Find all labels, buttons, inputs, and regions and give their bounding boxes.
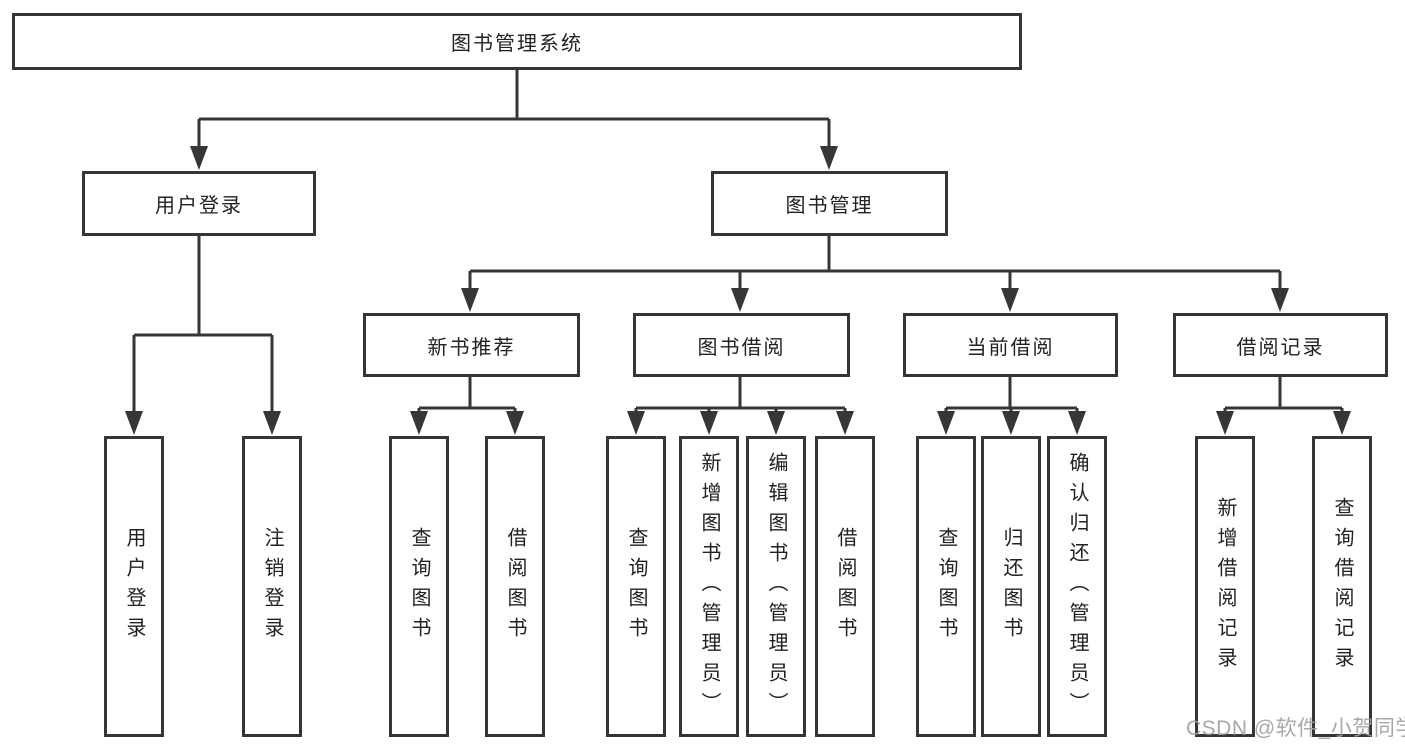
leaf-user-login-label: 用户登录 xyxy=(123,526,145,647)
leaf-query-books-current-label: 查询图书 xyxy=(935,526,957,647)
node-root: 图书管理系统 xyxy=(12,13,1022,70)
node-book-borrowing-label: 图书借阅 xyxy=(697,336,786,359)
node-new-book-recommendation-label: 新书推荐 xyxy=(427,336,516,359)
node-book-management: 图书管理 xyxy=(711,171,948,236)
node-book-borrowing: 图书借阅 xyxy=(633,313,850,377)
leaf-return-book-label: 归还图书 xyxy=(1000,526,1022,647)
leaf-edit-book-admin-label: 编辑图书（管理员） xyxy=(765,451,787,722)
csdn-watermark: CSDN @软件_小贺同学 xyxy=(1186,717,1405,740)
leaf-add-borrow-record: 新增借阅记录 xyxy=(1195,436,1255,737)
leaf-logout: 注销登录 xyxy=(242,436,302,737)
leaf-borrow-books-recommend: 借阅图书 xyxy=(485,436,545,737)
node-current-borrowing: 当前借阅 xyxy=(903,313,1118,377)
leaf-query-books-borrowing-label: 查询图书 xyxy=(625,526,647,647)
leaf-query-books-recommend-label: 查询图书 xyxy=(408,526,430,647)
node-user-login: 用户登录 xyxy=(82,171,316,236)
node-new-book-recommendation: 新书推荐 xyxy=(363,313,580,377)
leaf-query-books-borrowing: 查询图书 xyxy=(606,436,666,737)
leaf-query-borrow-record-label: 查询借阅记录 xyxy=(1331,496,1353,677)
node-current-borrowing-label: 当前借阅 xyxy=(966,336,1055,359)
arrow-down-icons xyxy=(125,146,1351,435)
leaf-borrow-books-borrowing-label: 借阅图书 xyxy=(834,526,856,647)
leaf-user-login: 用户登录 xyxy=(104,436,164,737)
node-borrowing-records-label: 借阅记录 xyxy=(1236,336,1325,359)
leaf-add-borrow-record-label: 新增借阅记录 xyxy=(1214,496,1236,677)
node-user-login-label: 用户登录 xyxy=(155,195,243,217)
leaf-return-book: 归还图书 xyxy=(981,436,1041,737)
leaf-query-books-current: 查询图书 xyxy=(916,436,976,737)
leaf-edit-book-admin: 编辑图书（管理员） xyxy=(746,436,806,737)
node-root-label: 图书管理系统 xyxy=(451,33,583,55)
leaf-confirm-return-admin: 确认归还（管理员） xyxy=(1047,436,1107,737)
node-borrowing-records: 借阅记录 xyxy=(1173,313,1388,377)
leaf-logout-label: 注销登录 xyxy=(261,526,283,647)
leaf-confirm-return-admin-label: 确认归还（管理员） xyxy=(1066,451,1088,722)
leaf-query-books-recommend: 查询图书 xyxy=(389,436,449,737)
leaf-query-borrow-record: 查询借阅记录 xyxy=(1312,436,1372,737)
leaf-borrow-books-recommend-label: 借阅图书 xyxy=(504,526,526,647)
leaf-borrow-books-borrowing: 借阅图书 xyxy=(815,436,875,737)
node-book-management-label: 图书管理 xyxy=(785,195,874,217)
leaf-add-book-admin: 新增图书（管理员） xyxy=(679,436,739,737)
leaf-add-book-admin-label: 新增图书（管理员） xyxy=(698,451,720,722)
